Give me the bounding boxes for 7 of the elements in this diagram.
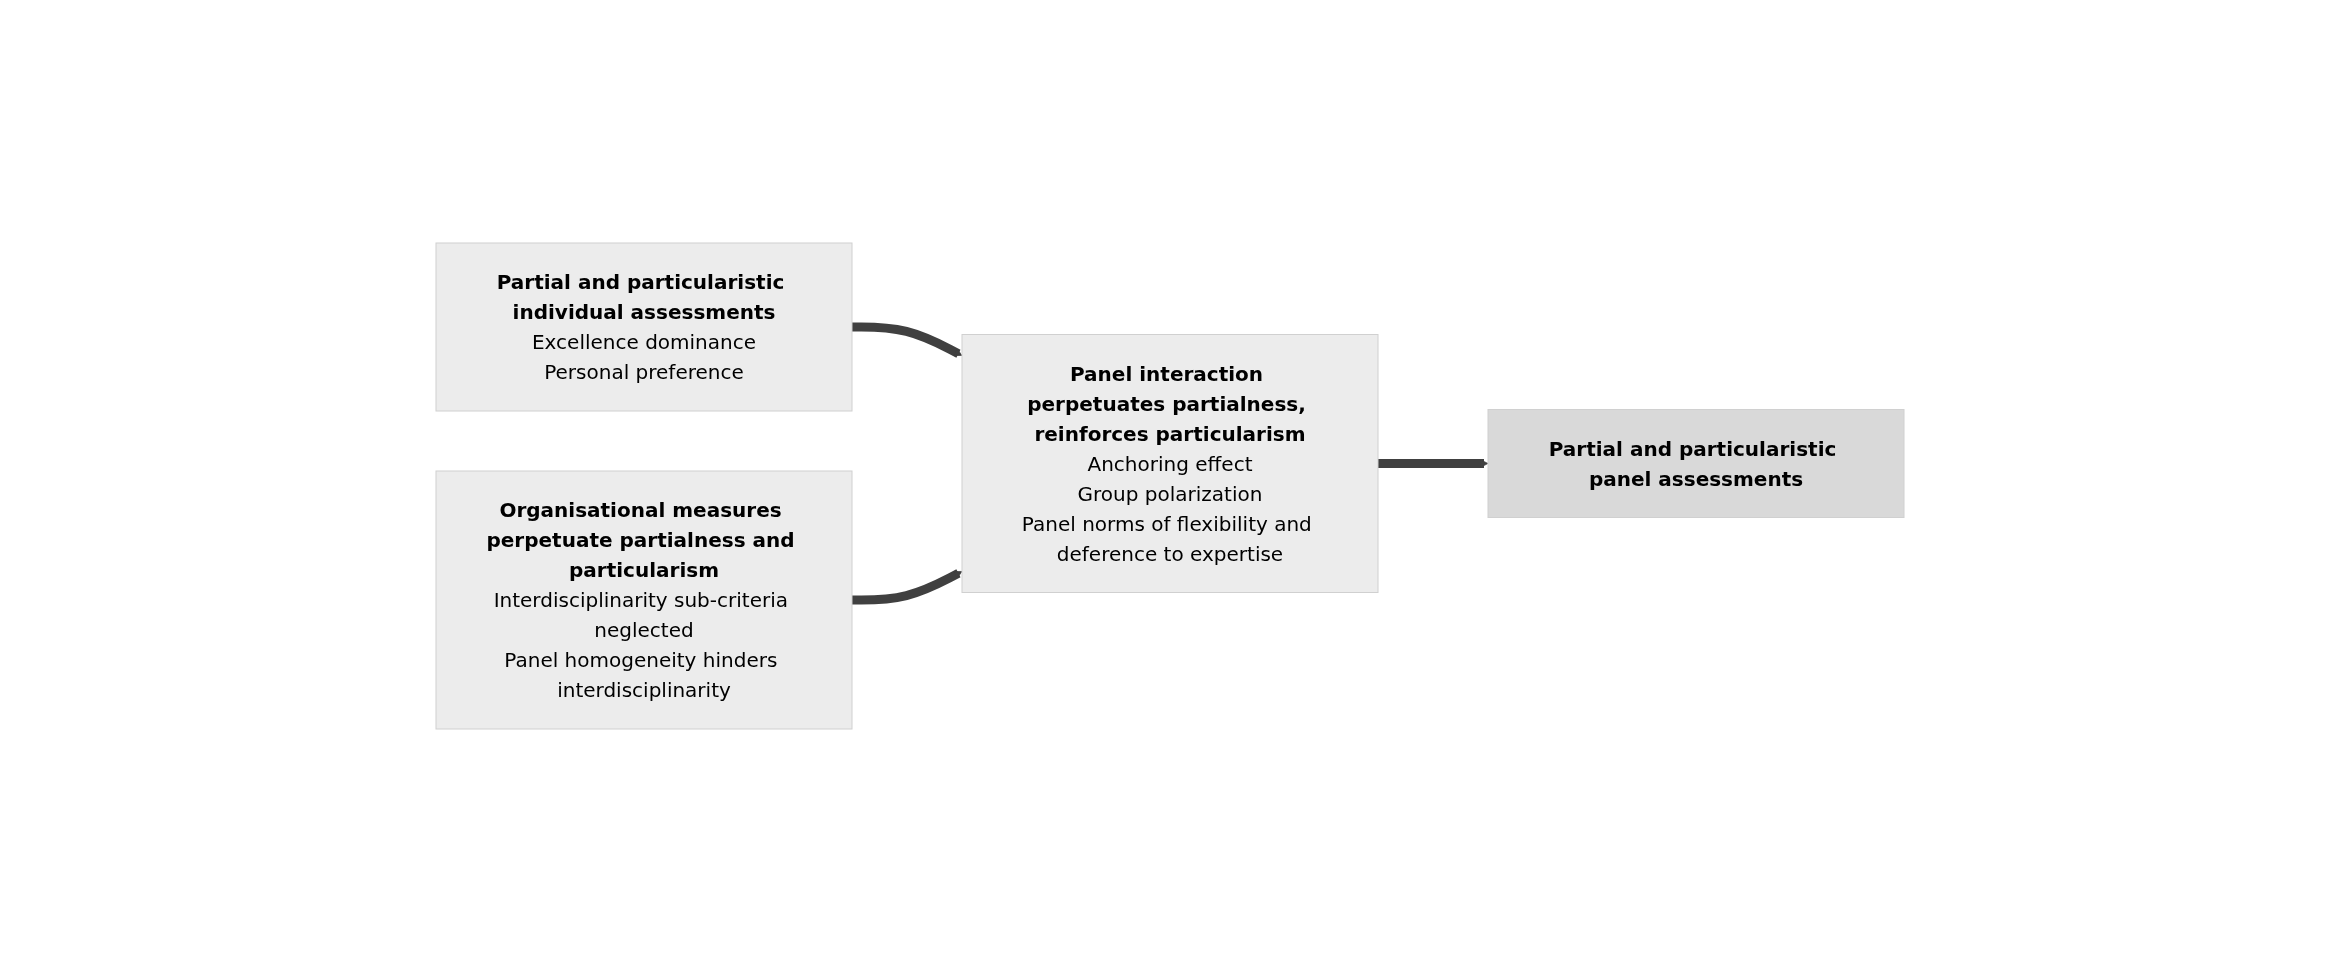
node-box: Partial and particularistic individual assessments Excellence dominance Personal preference [435,242,852,411]
node-box: Organisational measures perpetuate partialness and particularism Interdisciplinarity sub-criteria neglected Panel homogeneity hinders interdisciplinarity [435,470,852,729]
node-box: Panel interaction perpetuates partialness, reinforces particularism Anchoring effect Group polarization Panel norms of flexibility and deference to expertise [961,333,1378,593]
arrow [851,322,962,358]
node-box: Partial and particularistic panel assessments [1487,408,1904,518]
arrow [1377,458,1488,468]
arrow [851,568,962,604]
